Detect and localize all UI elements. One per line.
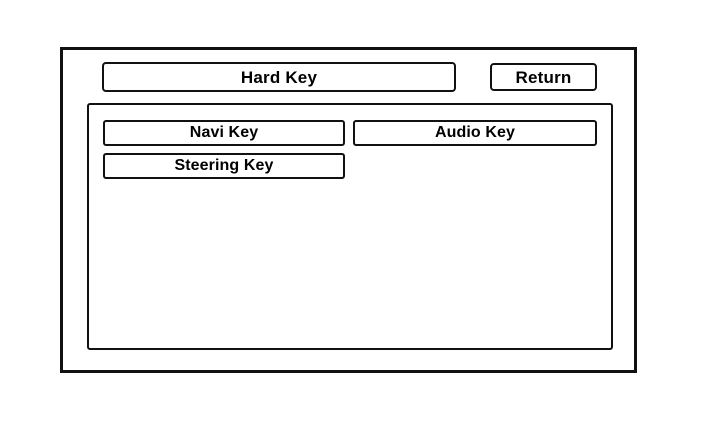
page-title: Hard Key <box>102 62 456 92</box>
panel-empty-area <box>103 185 597 345</box>
key-list-panel: Navi Key Audio Key Steering Key <box>87 103 613 350</box>
navi-key-button[interactable]: Navi Key <box>103 120 345 146</box>
audio-key-button[interactable]: Audio Key <box>353 120 597 146</box>
header-bar: Hard Key Return <box>102 62 657 92</box>
return-button[interactable]: Return <box>490 63 597 91</box>
steering-key-button[interactable]: Steering Key <box>103 153 345 179</box>
screen-frame: Hard Key Return Navi Key Audio Key Steer… <box>60 47 637 373</box>
